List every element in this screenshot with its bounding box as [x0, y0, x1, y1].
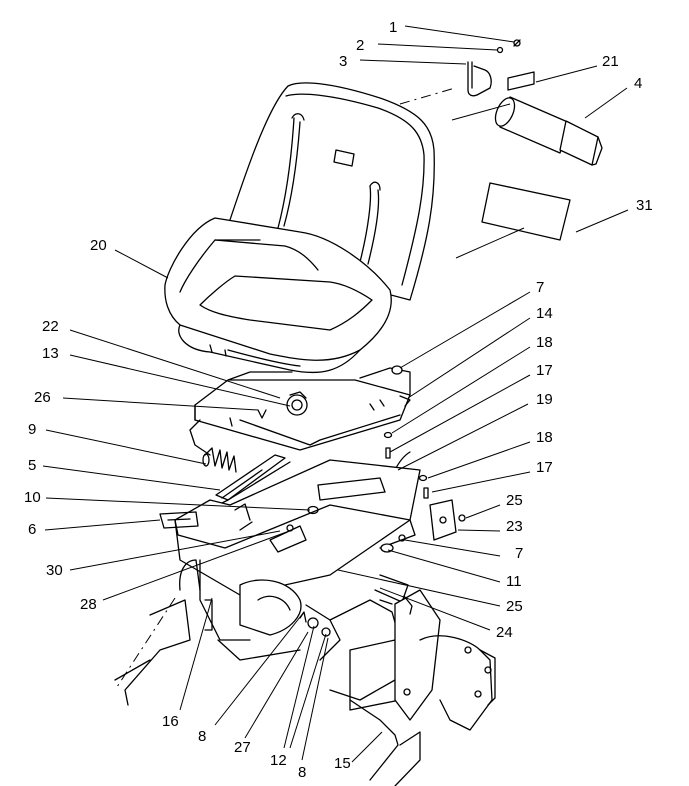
callout-14: 14 [536, 305, 553, 322]
callout-24: 24 [496, 624, 513, 641]
callout-28: 28 [80, 596, 97, 613]
leader-lines [42, 25, 629, 763]
callout-2: 2 [356, 37, 364, 54]
callout-20: 20 [90, 237, 107, 254]
callout-17: 17 [536, 459, 553, 476]
callout-3: 3 [339, 53, 347, 70]
callout-labels: 1 2 3 21 4 31 20 7 14 22 18 13 17 26 19 … [24, 19, 653, 781]
callout-11: 11 [506, 573, 522, 590]
callout-7: 7 [515, 545, 523, 562]
mower-frame [114, 559, 496, 786]
decal [455, 182, 571, 259]
callout-9: 9 [28, 421, 36, 438]
callout-13: 13 [42, 345, 59, 362]
callout-6: 6 [28, 521, 36, 538]
callout-21: 21 [602, 53, 619, 70]
callout-25: 25 [506, 492, 523, 509]
callout-18: 18 [536, 334, 553, 351]
callout-5: 5 [28, 457, 36, 474]
callout-30: 30 [46, 562, 63, 579]
callout-8: 8 [298, 764, 306, 781]
callout-7: 7 [536, 279, 544, 296]
seat-plate-and-switch [189, 367, 411, 456]
seat [164, 82, 435, 374]
callout-25: 25 [506, 598, 523, 615]
callout-19: 19 [536, 391, 553, 408]
callout-27: 27 [234, 739, 251, 756]
backrest-bracket-parts [399, 39, 603, 166]
callout-8: 8 [198, 728, 206, 745]
callout-26: 26 [34, 389, 51, 406]
callout-15: 15 [334, 755, 351, 772]
callout-4: 4 [634, 75, 642, 92]
callout-17: 17 [536, 362, 553, 379]
callout-10: 10 [24, 489, 41, 506]
callout-1: 1 [389, 19, 397, 36]
spring [202, 447, 237, 473]
callout-18: 18 [536, 429, 553, 446]
callout-22: 22 [42, 318, 59, 335]
side-bracket-and-fasteners [383, 365, 466, 541]
callout-31: 31 [636, 197, 653, 214]
callout-12: 12 [270, 752, 287, 769]
callout-16: 16 [162, 713, 179, 730]
callout-23: 23 [506, 518, 523, 535]
